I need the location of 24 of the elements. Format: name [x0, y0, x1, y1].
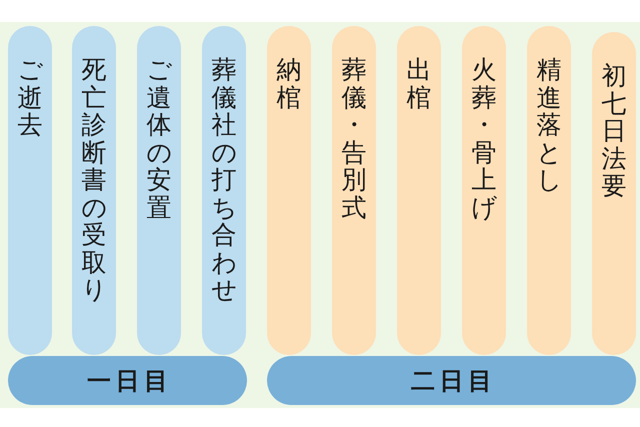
step-label: ご遺体の安置 — [146, 56, 172, 221]
step-label: 出棺 — [406, 56, 432, 111]
step-pill — [592, 32, 636, 355]
step-label: 葬儀社の打ち合わせ — [212, 56, 236, 304]
day-label: 一日目 — [86, 368, 172, 392]
step-pill — [8, 26, 52, 355]
step-pill — [332, 26, 376, 355]
step-pill — [72, 26, 116, 355]
step-label: 納棺 — [276, 56, 302, 111]
step-label: 精進落とし — [536, 56, 562, 194]
step-label: 死亡診断書の受取り — [82, 56, 106, 304]
step-label: ご逝去 — [18, 56, 42, 138]
step-pill — [137, 26, 181, 355]
day-band — [267, 356, 636, 405]
step-pill — [267, 26, 311, 355]
step-pill — [462, 26, 506, 355]
step-pill — [202, 26, 246, 355]
step-label: 初七日法要 — [602, 62, 626, 200]
day-band — [8, 356, 247, 405]
step-label: 葬儀・告別式 — [342, 56, 366, 221]
step-pill — [397, 26, 441, 355]
step-label: 火葬・骨上げ — [472, 56, 496, 221]
day-label: 二日目 — [410, 368, 496, 392]
step-pill — [527, 26, 571, 355]
